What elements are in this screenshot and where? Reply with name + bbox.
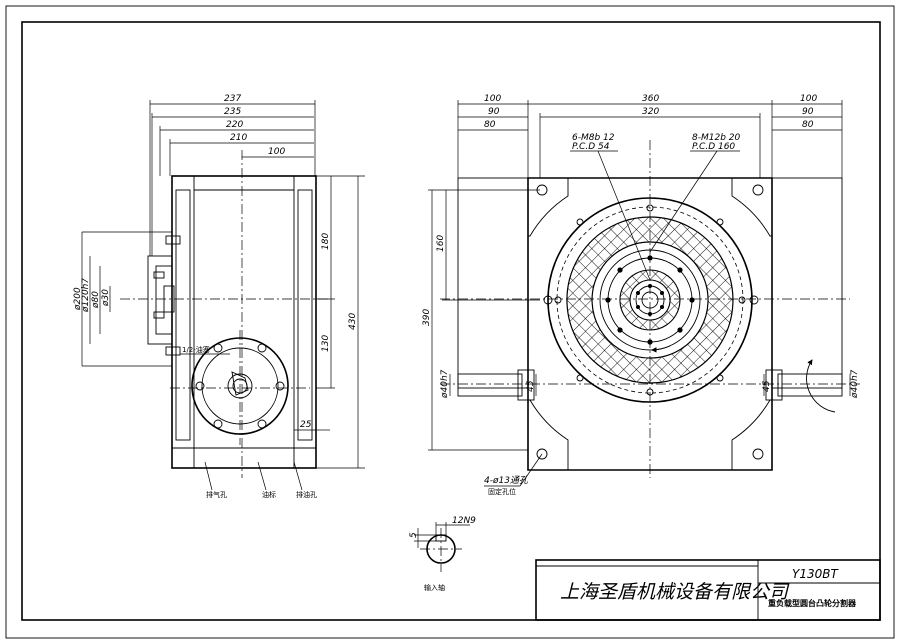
- dim-len-right: 45: [762, 380, 772, 392]
- callout-drain: 排油孔: [296, 490, 317, 499]
- dim-320: 320: [642, 107, 659, 117]
- dim-shaft-left: ø40h7: [440, 369, 450, 399]
- dim-160: 160: [436, 235, 446, 252]
- shaft-detail: 12N9 5 输入轴: [409, 516, 476, 592]
- dim-90-right: 90: [802, 107, 814, 117]
- hole-note-m12-pcd: P.C.D 160: [692, 142, 735, 152]
- keyway-depth: 5: [409, 532, 419, 538]
- dim-390: 390: [422, 309, 432, 326]
- dim-430: 430: [348, 313, 358, 330]
- dim-d30: ø30: [101, 289, 111, 307]
- product-name: 重负载型圆台凸轮分割器: [768, 598, 857, 608]
- oil-plug-note: 1/2-油塞: [182, 345, 210, 354]
- hole-note-m8-pcd: P.C.D 54: [572, 142, 610, 152]
- input-shaft-label: 输入轴: [424, 583, 445, 592]
- front-view: 100 90 80 360 320 100 90 80 160 390 ø40h…: [422, 94, 860, 496]
- dim-90-left: 90: [488, 107, 500, 117]
- dim-100: 100: [268, 147, 285, 157]
- model-number: Y130BT: [792, 567, 839, 581]
- company-name: 上海圣盾机械设备有限公司: [560, 581, 790, 603]
- dim-210: 210: [230, 133, 247, 143]
- callout-vent: 排气孔: [206, 490, 227, 499]
- dim-180: 180: [321, 233, 331, 250]
- hole-note-m8: 6-M8b 12: [572, 133, 615, 143]
- dim-220: 220: [226, 120, 243, 130]
- hole-note-m12: 8-M12b 20: [692, 133, 740, 143]
- mount-hole-note: 4-ø13通孔: [484, 475, 529, 486]
- dim-len-left: 45: [526, 380, 536, 392]
- dim-100-right: 100: [800, 94, 817, 104]
- sheet-border-inner: [21, 21, 881, 621]
- dim-360: 360: [642, 94, 659, 104]
- dim-80-left: 80: [484, 120, 496, 130]
- dim-235: 235: [224, 107, 241, 117]
- dim-80-right: 80: [802, 120, 814, 130]
- sheet-border-outer: [5, 5, 895, 639]
- dim-237: 237: [224, 94, 241, 104]
- dim-d200: ø200: [73, 287, 83, 311]
- callout-oil-gauge: 油标: [262, 490, 276, 499]
- mount-hole-note-b: 固定孔位: [488, 487, 516, 496]
- dim-shaft-right: ø40h7: [850, 369, 860, 399]
- dim-100-left: 100: [484, 94, 501, 104]
- side-view: 237 235 220 210 100 180 430 130 25 ø200 …: [73, 94, 365, 499]
- title-block: 上海圣盾机械设备有限公司 Y130BT 重负载型圆台凸轮分割器: [535, 559, 881, 621]
- dim-130: 130: [321, 335, 331, 352]
- dim-25: 25: [300, 420, 312, 430]
- dim-d80: ø80: [91, 291, 101, 309]
- dim-d120h7: ø120h7: [81, 278, 91, 313]
- keyway-dim: 12N9: [452, 516, 476, 526]
